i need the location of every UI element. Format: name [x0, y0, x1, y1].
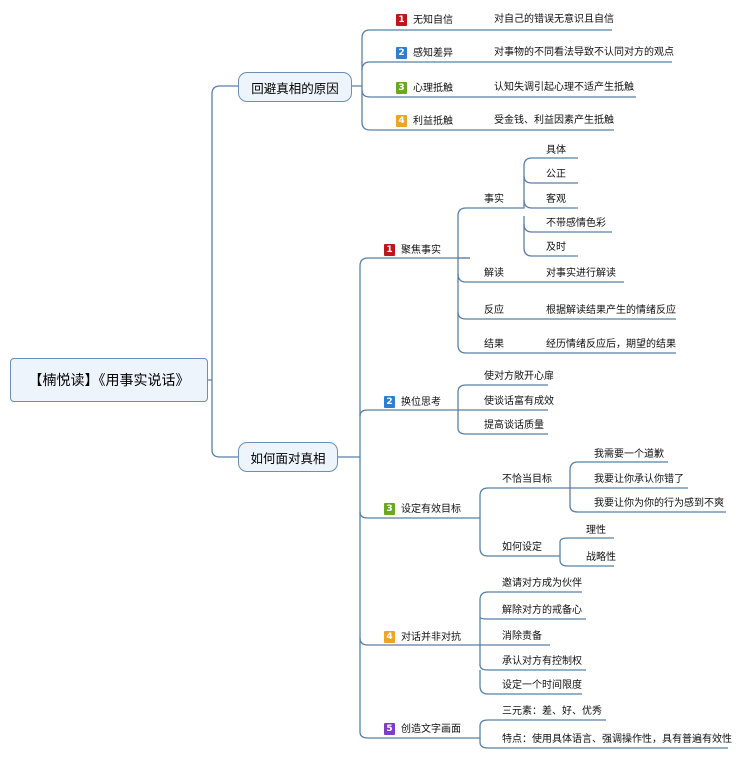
improper-goals[interactable]: 不恰当目标 [502, 474, 552, 485]
focus-facts[interactable]: 1 聚焦事实 [384, 244, 441, 258]
reason-desc[interactable]: 对事物的不同看法导致不认同对方的观点 [494, 47, 674, 58]
fact-attr[interactable]: 具体 [546, 145, 566, 156]
perspective-item[interactable]: 提高谈话质量 [484, 420, 544, 431]
interpret-node[interactable]: 解读 [484, 268, 504, 279]
badge-5-icon: 5 [384, 723, 395, 735]
fact-attr[interactable]: 公正 [546, 169, 566, 180]
branch-reasons[interactable]: 回避真相的原因 [238, 72, 352, 102]
dialogue-label: 对话并非对抗 [401, 632, 461, 643]
set-goals[interactable]: 3 设定有效目标 [384, 503, 461, 517]
fact-attr[interactable]: 客观 [546, 194, 566, 205]
badge-1-icon: 1 [384, 244, 395, 256]
react-node[interactable]: 反应 [484, 305, 504, 316]
fact-attr[interactable]: 及时 [546, 242, 566, 253]
reason-desc[interactable]: 认知失调引起心理不适产生抵触 [494, 82, 634, 93]
badge-4-icon: 4 [384, 631, 395, 643]
set-goals-label: 设定有效目标 [401, 504, 461, 515]
reason-item-4[interactable]: 4 利益抵触 [396, 115, 453, 129]
picture-label: 创造文字画面 [401, 724, 461, 735]
root-topic[interactable]: 【楠悦读】《用事实说话》 [10, 358, 208, 402]
dialogue-item[interactable]: 邀请对方成为伙伴 [502, 578, 582, 589]
badge-3-icon: 3 [396, 82, 407, 94]
reason-item-2[interactable]: 2 感知差异 [396, 47, 453, 61]
picture-item[interactable]: 三元素：差、好、优秀 [502, 706, 602, 717]
dialogue-item[interactable]: 承认对方有控制权 [502, 656, 582, 667]
perspective-taking[interactable]: 2 换位思考 [384, 396, 441, 410]
branch-face-truth-label: 如何面对真相 [250, 450, 326, 466]
how-to-item[interactable]: 理性 [586, 525, 606, 536]
dialogue-item[interactable]: 消除责备 [502, 631, 542, 642]
focus-facts-label: 聚焦事实 [401, 245, 441, 256]
reason-label: 无知自信 [413, 15, 453, 26]
badge-2-icon: 2 [396, 47, 407, 59]
dialogue-not-confrontation[interactable]: 4 对话并非对抗 [384, 631, 461, 645]
reason-label: 感知差异 [413, 48, 453, 59]
reason-desc[interactable]: 受金钱、利益因素产生抵触 [494, 115, 614, 126]
badge-3-icon: 3 [384, 503, 395, 515]
result-node[interactable]: 结果 [484, 339, 504, 350]
perspective-item[interactable]: 使谈话富有成效 [484, 396, 554, 407]
badge-1-icon: 1 [396, 14, 407, 26]
how-to-set[interactable]: 如何设定 [502, 542, 542, 553]
dialogue-item[interactable]: 设定一个时间限度 [502, 680, 582, 691]
interpret-desc[interactable]: 对事实进行解读 [546, 268, 616, 279]
reason-label: 心理抵触 [413, 83, 453, 94]
result-desc[interactable]: 经历情绪反应后，期望的结果 [546, 339, 676, 350]
reason-desc[interactable]: 对自己的错误无意识且自信 [494, 14, 614, 25]
improper-goal-item[interactable]: 我需要一个道歉 [594, 449, 664, 460]
perspective-label: 换位思考 [401, 397, 441, 408]
picture-item[interactable]: 特点：使用具体语言、强调操作性，具有普遍有效性 [502, 734, 732, 745]
fact-node[interactable]: 事实 [484, 194, 504, 205]
dialogue-item[interactable]: 解除对方的戒备心 [502, 605, 582, 616]
improper-goal-item[interactable]: 我要让你为你的行为感到不爽 [594, 498, 724, 509]
branch-face-truth[interactable]: 如何面对真相 [238, 442, 338, 472]
create-word-picture[interactable]: 5 创造文字画面 [384, 723, 461, 737]
badge-4-icon: 4 [396, 115, 407, 127]
fact-attr[interactable]: 不带感情色彩 [546, 218, 606, 229]
root-topic-label: 【楠悦读】《用事实说话》 [28, 373, 190, 389]
reason-label: 利益抵触 [413, 116, 453, 127]
react-desc[interactable]: 根据解读结果产生的情绪反应 [546, 305, 676, 316]
how-to-item[interactable]: 战略性 [586, 552, 616, 563]
badge-2-icon: 2 [384, 396, 395, 408]
perspective-item[interactable]: 使对方敞开心扉 [484, 371, 554, 382]
branch-reasons-label: 回避真相的原因 [251, 80, 339, 96]
improper-goal-item[interactable]: 我要让你承认你错了 [594, 474, 684, 485]
reason-item-3[interactable]: 3 心理抵触 [396, 82, 453, 96]
reason-item-1[interactable]: 1 无知自信 [396, 14, 453, 28]
